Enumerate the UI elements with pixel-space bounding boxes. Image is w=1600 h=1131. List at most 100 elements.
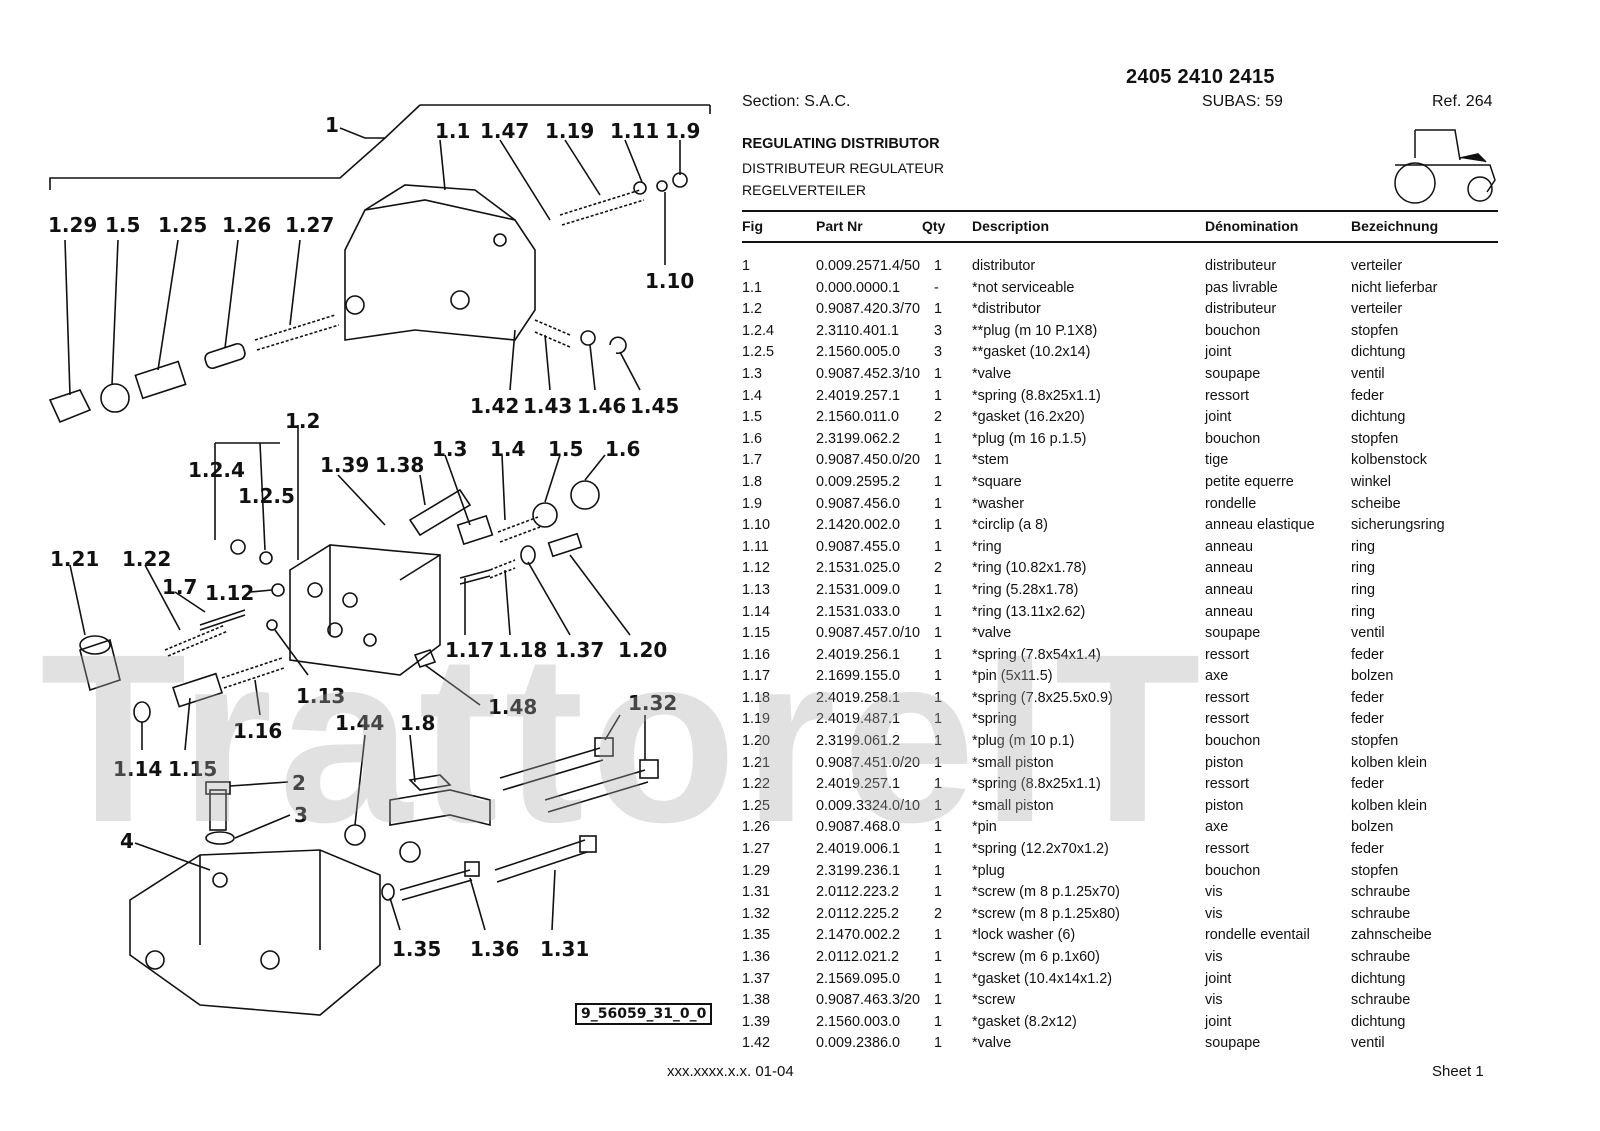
description-cell: *not serviceable [972,279,1075,296]
qty-cell: - [934,279,939,296]
qty-cell: 1 [934,970,943,987]
fig-cell: 1.4 [742,387,763,404]
column-header-part-nr: Part Nr [816,218,863,234]
fig-cell: 1.11 [742,538,769,555]
denomination-cell: piston [1205,797,1244,814]
qty-cell: 1 [934,387,943,404]
diagram-label: 1.16 [233,719,282,743]
denomination-cell: anneau [1205,560,1254,577]
part-number-cell: 0.9087.455.0 [816,538,901,555]
bezeichnung-cell: ring [1351,603,1375,620]
bezeichnung-cell: schraube [1351,949,1411,965]
fig-cell: 1.12 [742,560,771,577]
qty-cell: 1 [934,841,943,858]
bezeichnung-cell: stopfen [1351,430,1399,447]
fig-cell: 1.42 [742,1035,771,1052]
denomination-cell: bouchon [1205,862,1261,879]
bezeichnung-cell: schraube [1351,884,1411,901]
description-cell: *plug (m 10 p.1) [972,733,1075,750]
description-cell: *plug (m 16 p.1.5) [972,430,1087,447]
fig-cell: 1.7 [742,452,763,469]
denomination-cell: rondelle [1205,495,1257,512]
qty-cell: 1 [934,711,943,728]
diagram-label: 4 [120,829,134,853]
diagram-label: 3 [294,803,308,827]
bezeichnung-cell: kolben klein [1351,754,1428,771]
description-cell: *pin [972,819,997,836]
part-number-cell: 0.9087.468.0 [816,819,901,836]
bezeichnung-cell: scheibe [1351,495,1401,512]
diagram-label: 1.19 [545,119,594,143]
qty-cell: 1 [934,927,943,944]
qty-cell: 1 [934,862,943,879]
qty-cell: 2 [934,560,943,577]
diagram-label: 1.18 [498,638,547,662]
bezeichnung-cell: dichtung [1351,409,1406,426]
denomination-cell: pas livrable [1205,279,1278,296]
part-number-cell: 2.3110.401.1 [816,322,899,339]
fig-cell: 1.29 [742,862,771,879]
bezeichnung-cell: ring [1351,581,1375,598]
bezeichnung-cell: schraube [1351,905,1411,922]
denomination-cell: vis [1205,992,1223,1009]
fig-cell: 1.2.5 [742,344,775,361]
description-cell: *spring (7.8x25.5x0.9) [972,689,1113,706]
diagram-label: 1.46 [577,394,626,418]
diagram-label: 1.9 [665,119,700,143]
diagram-label: 1.21 [50,547,99,571]
part-number-cell: 2.1560.003.0 [816,1013,901,1030]
fig-cell: 1.9 [742,495,763,512]
denomination-cell: vis [1205,884,1223,901]
diagram-label: 1.5 [548,437,583,461]
fig-cell: 1.10 [742,517,771,534]
part-number-cell: 2.0112.021.2 [816,949,899,965]
description-cell: *ring (5.28x1.78) [972,581,1079,598]
diagram-label: 1.8 [400,711,435,735]
qty-cell: 1 [934,495,943,512]
denomination-cell: anneau [1205,538,1254,555]
description-cell: *spring (8.8x25x1.1) [972,387,1101,404]
denomination-cell: axe [1205,819,1229,836]
fig-cell: 1.18 [742,689,771,706]
denomination-cell: bouchon [1205,430,1261,447]
part-number-cell: 2.3199.061.2 [816,733,901,750]
denomination-cell: rondelle eventail [1205,927,1310,944]
denomination-cell: soupape [1205,365,1261,382]
part-number-cell: 2.4019.257.1 [816,387,901,404]
fig-cell: 1.15 [742,625,771,642]
part-number-cell: 0.009.3324.0/10 [816,797,921,814]
qty-cell: 1 [934,538,943,555]
tractor-icon [1394,129,1496,204]
part-number-cell: 2.4019.006.1 [816,841,901,858]
part-number-cell: 2.1560.011.0 [816,409,899,426]
description-cell: *ring (13.11x2.62) [972,603,1086,620]
description-cell: *spring (7.8x54x1.4) [972,646,1101,663]
header-bottom-rule [742,241,1498,243]
bezeichnung-cell: verteiler [1351,258,1403,274]
denomination-cell: joint [1205,1013,1232,1030]
part-number-cell: 2.1560.005.0 [816,344,901,361]
section-label: Section: S.A.C. [742,93,851,110]
diagram-label: 1.3 [432,437,467,461]
fig-cell: 1.16 [742,646,771,663]
diagram-label: 1.2 [285,409,320,433]
fig-cell: 1.8 [742,473,763,490]
part-number-cell: 0.9087.451.0/20 [816,754,921,771]
fig-cell: 1.22 [742,776,771,793]
bezeichnung-cell: feder [1351,776,1384,793]
denomination-cell: soupape [1205,625,1261,642]
description-cell: *washer [972,495,1024,512]
diagram-label: 1.6 [605,437,640,461]
diagram-label: 1.2.5 [238,484,295,508]
